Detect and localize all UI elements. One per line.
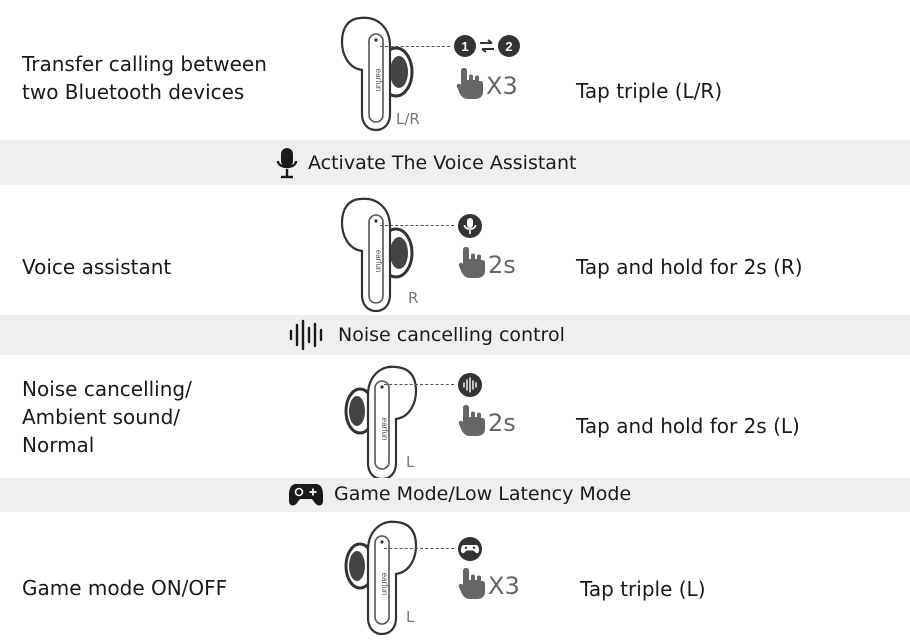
brand-text: earfun [380, 573, 389, 596]
tap-hand-icon [458, 568, 485, 599]
gamepad-badge-icon [458, 537, 482, 561]
earbud-illustration: earfun [344, 365, 418, 481]
section-header-voice-assistant: Activate The Voice Assistant [0, 140, 910, 185]
action-label: Tap triple (L) [580, 577, 706, 601]
section-title: Activate The Voice Assistant [308, 152, 577, 174]
function-label: Voice assistant [22, 255, 172, 279]
pointer-line [384, 548, 454, 549]
earbud-illustration: earfun [344, 520, 418, 636]
pointer-line [384, 384, 454, 385]
gesture-count: X3 [486, 72, 518, 100]
pointer-line [380, 225, 454, 226]
brand-text: earfun [374, 250, 383, 273]
device-switch-icon: 1 2 [454, 35, 520, 57]
microphone-icon [276, 148, 298, 179]
sound-wave-icon [289, 319, 323, 351]
svg-text:2: 2 [505, 39, 512, 54]
side-label: L [406, 608, 415, 626]
function-label: Transfer calling between two Bluetooth d… [22, 52, 267, 104]
action-label: Tap triple (L/R) [576, 79, 723, 103]
tap-hand-icon [456, 68, 483, 99]
section-title: Game Mode/Low Latency Mode [334, 483, 632, 505]
side-label: L [406, 453, 415, 471]
tap-hand-icon [458, 405, 485, 436]
svg-text:1: 1 [461, 39, 468, 54]
gesture-count: 2s [488, 409, 516, 437]
microphone-badge-icon [458, 214, 482, 238]
action-label: Tap and hold for 2s (L) [576, 414, 800, 438]
section-title: Noise cancelling control [338, 324, 565, 346]
gamepad-icon [289, 484, 323, 506]
sound-wave-badge-icon [458, 373, 482, 397]
brand-text: earfun [380, 418, 389, 441]
side-label: R [408, 289, 419, 307]
row-transfer-calling: Transfer calling between two Bluetooth d… [0, 0, 910, 140]
earbud-illustration: earfun [340, 16, 414, 132]
earbud-illustration: earfun [340, 197, 414, 313]
gesture-count: 2s [488, 251, 516, 279]
pointer-line [380, 46, 450, 47]
function-label: Game mode ON/OFF [22, 576, 228, 600]
brand-text: earfun [374, 69, 383, 92]
action-label: Tap and hold for 2s (R) [576, 255, 803, 279]
section-header-noise-cancelling: Noise cancelling control [0, 315, 910, 355]
side-label: L/R [396, 110, 420, 128]
tap-hand-icon [458, 247, 485, 278]
function-label: Noise cancelling/ Ambient sound/ Normal [22, 377, 192, 457]
row-voice-assistant: Voice assistant earfun R 2s Tap and hold… [0, 185, 910, 315]
section-header-game-mode: Game Mode/Low Latency Mode [0, 478, 910, 512]
gesture-count: X3 [488, 572, 520, 600]
row-noise-cancelling: Noise cancelling/ Ambient sound/ Normal … [0, 355, 910, 481]
row-game-mode: Game mode ON/OFF earfun L X3 Tap triple … [0, 512, 910, 640]
